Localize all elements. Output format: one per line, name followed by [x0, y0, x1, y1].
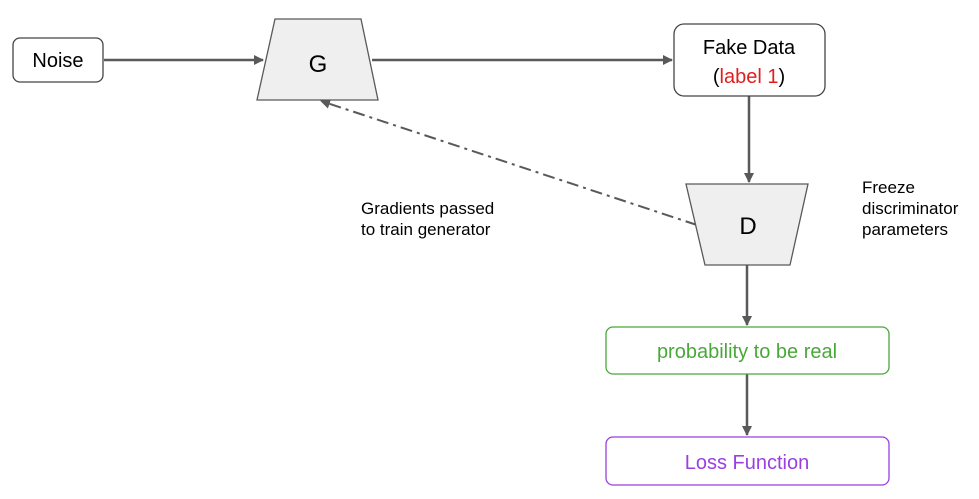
freeze-line-1: Freeze [862, 178, 915, 197]
label-1-highlight: label 1 [720, 66, 779, 88]
loss-function-box [605, 436, 890, 486]
discriminator-shape [685, 183, 809, 266]
freeze-annotation: Freeze discriminator parameters [862, 177, 958, 240]
gradient-feedback-arrow [320, 99, 698, 226]
generator-label: G [309, 51, 328, 78]
noise-label: Noise [32, 50, 83, 72]
fake-data-label: Fake Data [703, 37, 796, 59]
gradients-line-1: Gradients passed [361, 199, 495, 218]
freeze-line-3: parameters [862, 220, 948, 239]
paren-open: ( [713, 66, 720, 88]
fake-data-sublabel: (label 1) [713, 66, 785, 88]
probability-label: probability to be real [657, 341, 837, 363]
gradients-annotation: Gradients passed to train generator [361, 198, 494, 240]
gradients-line-2: to train generator [361, 220, 491, 239]
paren-close: ) [778, 66, 785, 88]
fake-data-box [673, 23, 826, 97]
discriminator-label: D [739, 213, 756, 240]
noise-box [12, 37, 104, 83]
loss-function-label: Loss Function [685, 452, 810, 474]
freeze-line-2: discriminator [862, 199, 959, 218]
probability-box [605, 326, 890, 375]
generator-shape [256, 18, 379, 101]
